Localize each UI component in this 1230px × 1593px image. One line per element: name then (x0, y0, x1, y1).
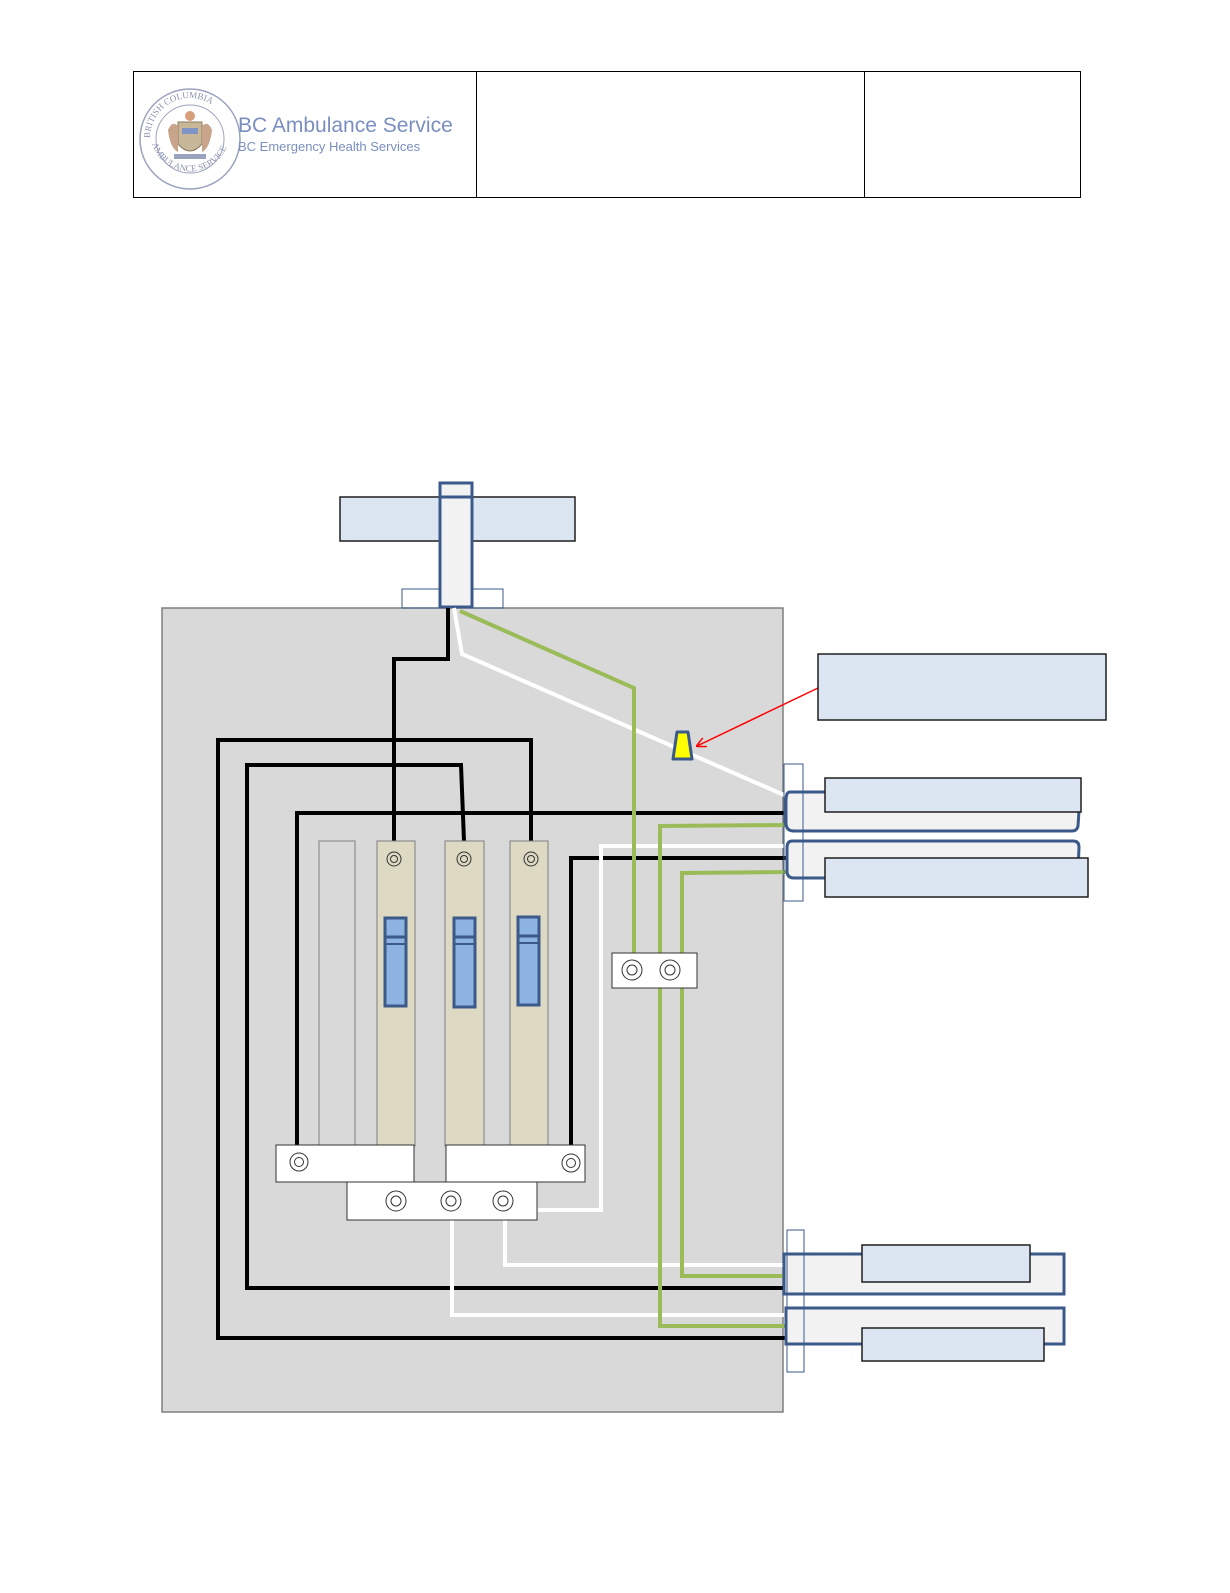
breaker-1 (376, 840, 416, 1147)
ground-wire-feed (459, 609, 636, 954)
breaker-3-screw (523, 851, 539, 867)
breaker-3-toggle[interactable] (516, 915, 541, 1007)
wire-nut-icon (671, 730, 694, 761)
hot-wire-third (295, 811, 786, 1149)
breaker-2-screw (456, 851, 472, 867)
seal-icon: BRITISH COLUMBIA AMBULANCE SERVICE (139, 88, 241, 190)
neutral-wire-middle (503, 1215, 786, 1267)
hot-bus-left (275, 1144, 415, 1183)
neutral-wire-lower (450, 1215, 786, 1317)
ground-wires (459, 609, 787, 1328)
breaker-2-toggle[interactable] (452, 916, 477, 1009)
breaker-slot-empty (318, 840, 356, 1147)
brand-block: BC Ambulance Service BC Emergency Health… (238, 114, 453, 156)
neutral-wire-upper (538, 844, 786, 1212)
brand-subtitle: BC Emergency Health Services (238, 139, 421, 154)
breaker-3 (509, 840, 549, 1147)
hot-wire-feed (392, 608, 450, 841)
wire-nut-arrow (697, 687, 819, 746)
hot-wire-outer (216, 738, 786, 1340)
wire-nut-label-box (817, 653, 1107, 721)
breaker-1-toggle[interactable] (383, 916, 408, 1008)
brand-name: BC Ambulance Service (238, 114, 453, 137)
header-logo-cell: BRITISH COLUMBIA AMBULANCE SERVICE BC Am… (134, 72, 477, 197)
lower-side-flange (786, 1229, 805, 1373)
header-title-cell (477, 72, 865, 197)
ground-bus (611, 952, 698, 989)
ground-wire-a (658, 823, 787, 1328)
upper-cable-2-label (824, 857, 1089, 898)
hot-bus-right (445, 1144, 586, 1183)
hot-wires (216, 608, 786, 1340)
service-entry-conduit (438, 481, 474, 609)
lower-cable-1-label (861, 1244, 1031, 1283)
hot-wire-second (245, 763, 786, 1290)
upper-cable-1-label (824, 777, 1082, 813)
breaker-2 (444, 840, 485, 1147)
lower-cable-2-label (861, 1327, 1045, 1362)
ground-wire-b (680, 870, 787, 1278)
neutral-bus (346, 1181, 538, 1221)
hot-wire-fourth (569, 856, 786, 1149)
breaker-1-screw (386, 851, 402, 867)
document-header: BRITISH COLUMBIA AMBULANCE SERVICE BC Am… (133, 71, 1081, 198)
